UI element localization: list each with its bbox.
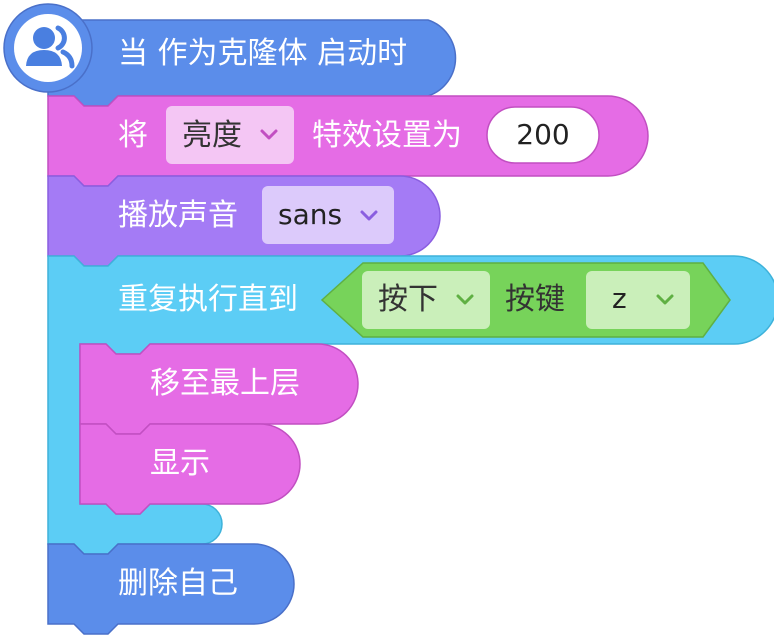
sound-dropdown[interactable]: sans — [262, 186, 394, 244]
delete-this-clone-block-body[interactable] — [47, 543, 295, 635]
effect-value-text: 200 — [516, 118, 569, 151]
show-block-body[interactable] — [79, 423, 301, 515]
play-sound-block[interactable]: 播放声音 sans — [47, 175, 441, 267]
chevron-down-icon — [260, 129, 278, 140]
repeat-until-block[interactable]: 重复执行直到 按下 按键 z — [47, 255, 774, 555]
key-pressed-type-dropdown[interactable]: 按下 — [362, 271, 490, 329]
effect-value-input[interactable]: 200 — [486, 106, 600, 164]
go-to-front-layer-label: 移至最上层 — [150, 366, 300, 401]
show-label: 显示 — [150, 446, 210, 481]
key-name-dropdown[interactable]: z — [586, 271, 690, 329]
show-block[interactable]: 显示 — [79, 423, 301, 515]
hat-block-label: 当 作为克隆体 启动时 — [118, 36, 407, 71]
when-start-as-clone-block[interactable]: 当 作为克隆体 启动时 — [3, 3, 457, 107]
clone-users-icon — [26, 25, 75, 69]
set-effect-block[interactable]: 将 亮度 特效设置为 200 — [47, 95, 649, 187]
key-pressed-condition[interactable]: 按下 按键 z — [320, 262, 731, 338]
chevron-down-icon — [360, 210, 378, 221]
effect-dropdown-value: 亮度 — [182, 118, 242, 153]
go-to-front-layer-block-body[interactable] — [79, 343, 359, 435]
effect-dropdown[interactable]: 亮度 — [166, 106, 294, 164]
key-pressed-type-value: 按下 — [378, 282, 438, 317]
sound-dropdown-value: sans — [278, 198, 342, 231]
set-effect-prefix: 将 — [118, 118, 148, 153]
repeat-until-label: 重复执行直到 — [118, 282, 298, 317]
key-label: 按键 — [505, 282, 565, 317]
chevron-down-icon — [456, 294, 474, 305]
play-sound-label: 播放声音 — [118, 198, 238, 233]
delete-this-clone-label: 删除自己 — [118, 566, 238, 601]
go-to-front-layer-block[interactable]: 移至最上层 — [79, 343, 359, 435]
key-name-value: z — [612, 282, 627, 315]
set-effect-middle-label: 特效设置为 — [312, 118, 462, 153]
delete-this-clone-block[interactable]: 删除自己 — [47, 543, 295, 635]
chevron-down-icon — [656, 294, 674, 305]
